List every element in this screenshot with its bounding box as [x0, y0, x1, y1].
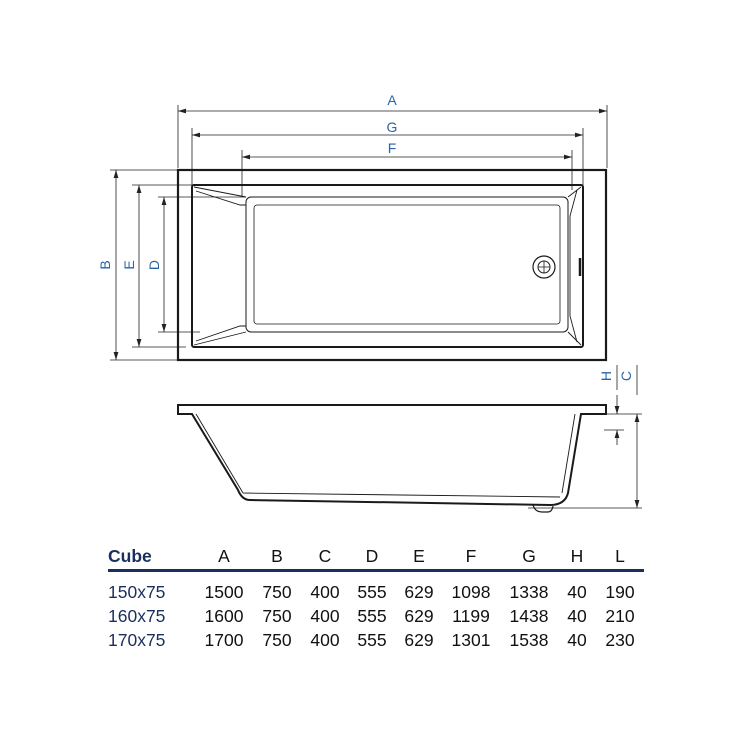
cell: 40 [567, 605, 587, 626]
cell: 40 [567, 629, 587, 650]
label-b: B [97, 260, 113, 269]
cell: 1600 [204, 605, 244, 626]
cell: 629 [404, 605, 434, 626]
cell: 1199 [452, 605, 490, 626]
cell-model: 150x75 [108, 581, 166, 602]
side-view [177, 404, 607, 513]
header-e: E [396, 543, 442, 572]
label-f: F [388, 140, 397, 156]
dimensions-table: Cube A B C D E F G H L 150x75 1500 750 4… [108, 543, 644, 652]
cell: 400 [310, 581, 340, 602]
table-row: 160x75 1600 750 400 555 629 1199 1438 40… [108, 604, 644, 628]
dimension-lines [110, 105, 642, 509]
table-row: 150x75 1500 750 400 555 629 1098 1338 40… [108, 571, 644, 605]
cell: 750 [262, 581, 292, 602]
bathtub-drawing: A G F B E D H C [97, 92, 642, 513]
cell: 210 [605, 605, 635, 626]
cell: 1098 [451, 581, 491, 602]
cell: 1338 [509, 581, 549, 602]
header-g: G [500, 543, 558, 572]
cell: 750 [262, 605, 292, 626]
cell: 1301 [451, 629, 491, 650]
header-l: L [596, 543, 644, 572]
label-d: D [146, 260, 162, 270]
label-e: E [121, 260, 137, 269]
label-c: C [618, 371, 634, 381]
cell: 1500 [204, 581, 244, 602]
cell-model: 160x75 [108, 605, 166, 626]
header-d: D [348, 543, 396, 572]
header-model: Cube [108, 543, 196, 572]
cell: 750 [262, 629, 292, 650]
cell: 400 [310, 605, 340, 626]
label-a: A [387, 92, 397, 108]
cell: 40 [567, 581, 587, 602]
label-h: H [598, 371, 614, 381]
cell: 230 [605, 629, 635, 650]
header-h: H [558, 543, 596, 572]
cell: 1700 [204, 629, 244, 650]
cell: 629 [404, 629, 434, 650]
table-header: Cube A B C D E F G H L [108, 543, 644, 572]
cell: 1438 [509, 605, 549, 626]
header-a: A [196, 543, 252, 572]
table-row: 170x75 1700 750 400 555 629 1301 1538 40… [108, 628, 644, 652]
cell: 1538 [509, 629, 549, 650]
cell: 190 [605, 581, 635, 602]
header-f: F [442, 543, 500, 572]
top-view [176, 168, 608, 362]
cell: 400 [310, 629, 340, 650]
cell: 629 [404, 581, 434, 602]
label-g: G [387, 119, 398, 135]
drain-icon [532, 255, 556, 279]
cell: 555 [357, 581, 387, 602]
cell: 555 [357, 629, 387, 650]
header-b: B [252, 543, 302, 572]
cell-model: 170x75 [108, 629, 166, 650]
cell: 555 [357, 605, 387, 626]
dimension-labels: A G F B E D H C [97, 92, 634, 381]
header-c: C [302, 543, 348, 572]
